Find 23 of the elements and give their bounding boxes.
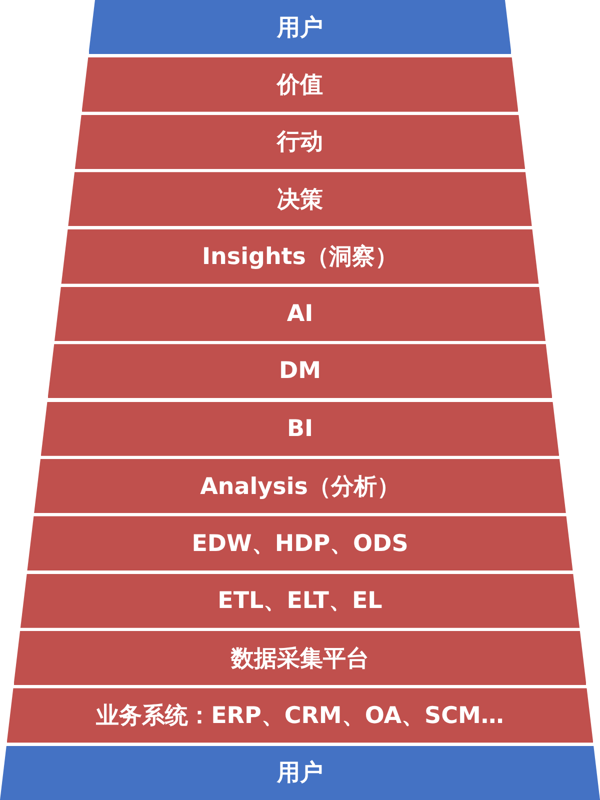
layer-label: EDW、HDP、ODS — [192, 530, 408, 559]
layer-band — [27, 516, 573, 571]
layer-band — [14, 630, 586, 686]
layer-band — [54, 286, 546, 342]
layer-label: 用户 — [276, 14, 323, 43]
layer-band — [34, 458, 566, 514]
layer-label: 价值 — [276, 71, 323, 100]
layer-label: Insights（洞察） — [202, 243, 398, 272]
layer-label: 决策 — [276, 186, 323, 215]
layer-label: DM — [279, 358, 321, 384]
layer-band — [48, 344, 552, 398]
layer-label: 行动 — [276, 128, 323, 158]
layer-label: ETL、ELT、EL — [218, 587, 382, 616]
layer-label: Analysis（分析） — [200, 472, 400, 502]
layer-band — [0, 746, 600, 800]
layer-band — [88, 0, 512, 54]
layer-label: AI — [286, 300, 314, 327]
layer-label: 数据采集平台 — [230, 644, 369, 674]
layer-label: 业务系统：ERP、CRM、OA、SCM… — [96, 702, 504, 731]
layer-band — [68, 172, 532, 226]
layer-band — [82, 57, 518, 112]
layer-label: BI — [286, 416, 314, 442]
layer-label: 用户 — [277, 759, 323, 788]
